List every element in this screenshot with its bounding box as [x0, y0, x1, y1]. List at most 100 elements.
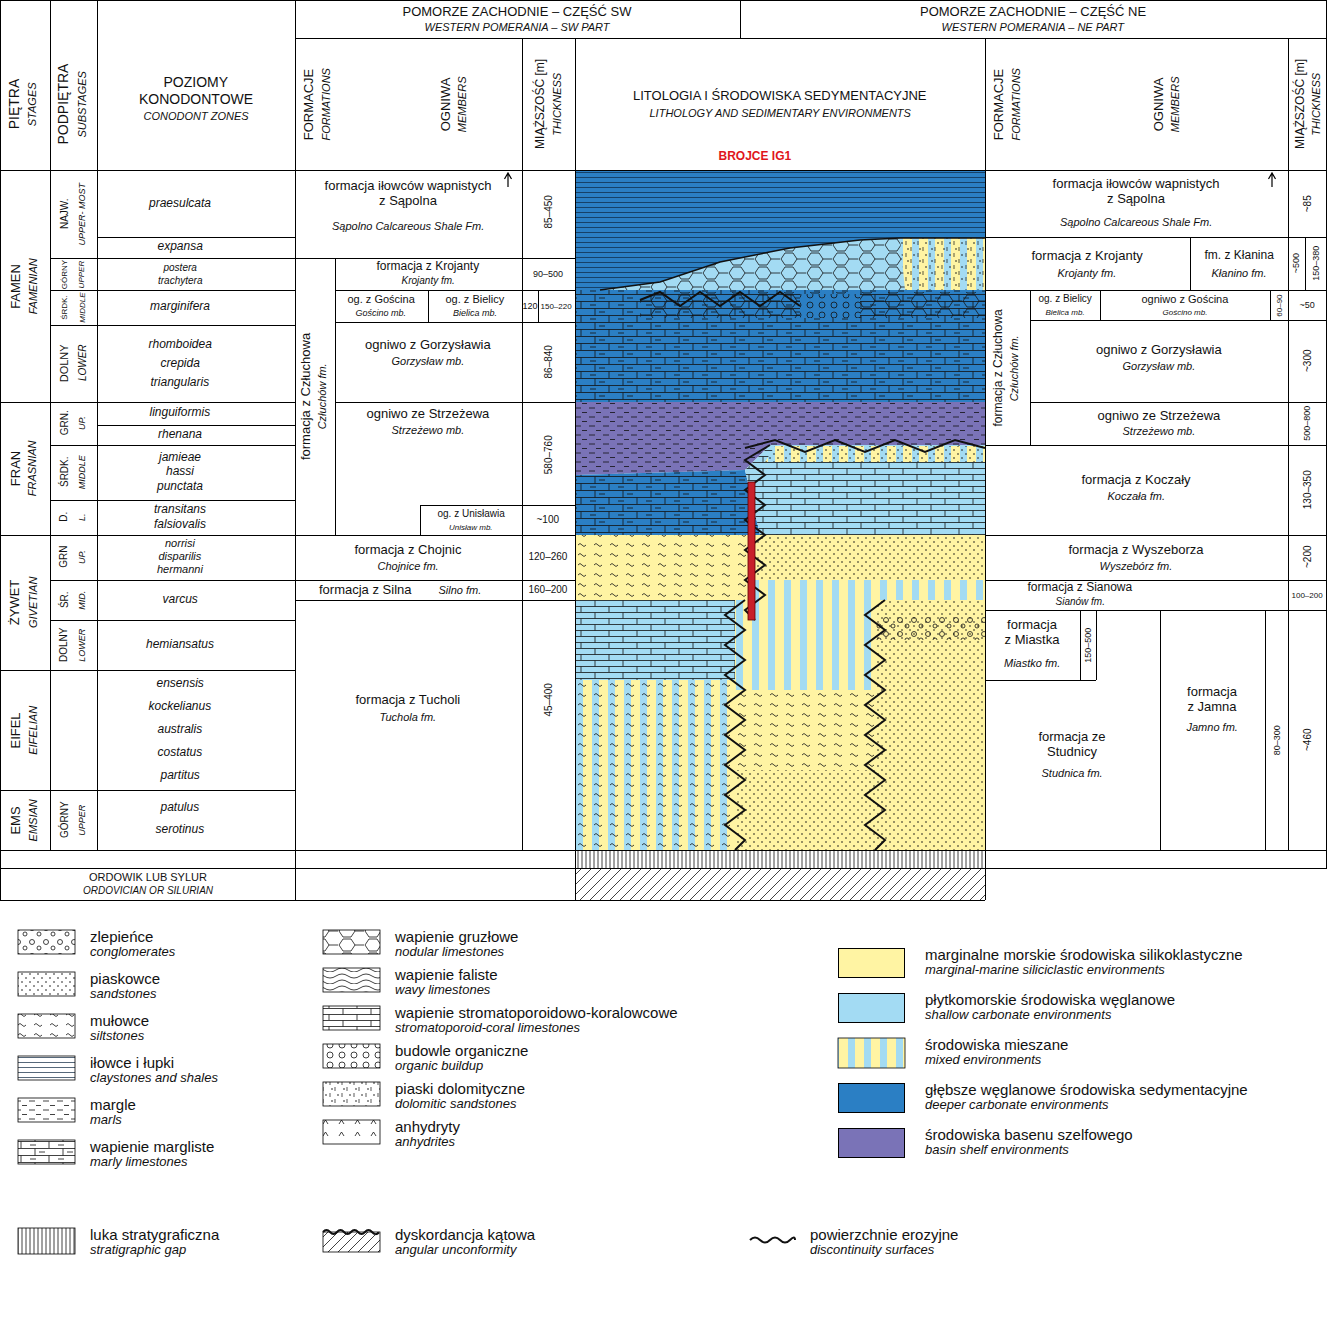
lithology-column: [755, 535, 985, 580]
table-label: formacja z Tucholi: [356, 693, 461, 708]
table-label: Koczała fm.: [1108, 490, 1165, 503]
lithology-column: [575, 580, 755, 600]
table-label: serotinus: [156, 823, 205, 837]
table-label: SUBSTAGES: [76, 71, 89, 137]
table-label: PIĘTRA: [6, 79, 22, 130]
table-label: linguiformis: [150, 406, 211, 420]
table-label: Gościno mb.: [1163, 308, 1208, 317]
table-label: formacja z Krojanty: [377, 260, 480, 274]
table-label: formacja iłowców wapnistych z Sąpolna: [1050, 177, 1222, 207]
table-label: falsiovalis: [154, 518, 206, 532]
facies-boundary: [600, 238, 985, 850]
table-label: UPPER- MOST: [77, 183, 87, 246]
lithology-column: [735, 690, 875, 770]
table-label: ORDOWIK LUB SYLUR: [89, 871, 207, 884]
lithology-column: [575, 580, 755, 600]
table-label: 130–350: [1301, 470, 1313, 509]
legend-text-en: marls: [90, 1113, 122, 1128]
legend-text-en: basin shelf environments: [925, 1143, 1069, 1158]
facies-boundary: [725, 600, 745, 850]
table-label: og. z Gościna: [348, 293, 415, 306]
legend-text: marginalne morskie środowiska silikoklas…: [925, 946, 1243, 963]
legend-text-en: mixed environments: [925, 1053, 1041, 1068]
legend-text-en: nodular limestones: [395, 945, 504, 960]
table-label: WESTERN POMERANIA – NE PART: [942, 21, 1125, 34]
legend-text-en: dolomitic sandstones: [395, 1097, 516, 1112]
legend-pattern-swatch: [18, 930, 75, 954]
table-label: Bielica mb.: [1046, 308, 1085, 317]
table-label: Gorzysław mb.: [392, 355, 465, 368]
table-label: BROJCE IG1: [719, 150, 792, 164]
legend-text: dyskordancja kątowa: [395, 1226, 535, 1243]
legend-text: luka stratygraficzna: [90, 1226, 219, 1243]
lithology-column: [735, 770, 875, 850]
legend-pattern-swatch: [323, 968, 380, 992]
legend-pattern-swatch: [18, 1014, 75, 1038]
table-label: punctata: [157, 480, 203, 494]
legend-text: środowiska mieszane: [925, 1036, 1068, 1053]
legend-swatch: [838, 1083, 905, 1113]
table-label: UPPER: [77, 260, 86, 288]
legend-pattern-swatch: [323, 1120, 380, 1144]
table-label: trachytera: [158, 275, 202, 287]
table-label: norrisi: [165, 537, 195, 550]
table-label: costatus: [158, 746, 203, 760]
lithology-column: [800, 294, 860, 318]
table-label: 150–500: [1083, 628, 1093, 663]
legend-text-en: deeper carbonate environments: [925, 1098, 1109, 1113]
table-label: OGNIWA: [1152, 77, 1167, 131]
table-label: triangularis: [151, 376, 210, 390]
table-label: Strzeżewo mb.: [392, 424, 465, 437]
lithology-column: [575, 470, 760, 535]
table-label: 120: [523, 301, 538, 311]
lithology-column: [875, 600, 985, 850]
legend-text-en: wavy limestones: [395, 983, 490, 998]
legend-text: zlepieńce: [90, 928, 153, 945]
lithology-column: [755, 580, 985, 600]
table-label: MIĄŻSZOŚĆ [m]: [534, 59, 548, 149]
lithology-column: [900, 238, 985, 290]
legend-pattern-swatch: [323, 1082, 380, 1106]
table-label: formacja z Człuchowa: [991, 309, 1005, 426]
lithology-column: [735, 770, 875, 850]
lithology-column: [575, 170, 985, 290]
table-label: og. z Bielicy: [1039, 293, 1092, 305]
table-label: MIDDLE: [78, 292, 87, 322]
table-label: Kłanino fm.: [1212, 267, 1267, 280]
facies-boundary: [600, 238, 985, 290]
table-label: THICKNESS: [551, 72, 564, 135]
legend-text: wapienie stromatoporoidowo-koralowcowe: [395, 1004, 678, 1021]
table-label: POMORZE ZACHODNIE – CZĘŚĆ NE: [920, 5, 1146, 20]
legend-pattern-swatch: [323, 1044, 380, 1068]
table-label: MEMBERS: [456, 76, 469, 132]
legend-text: środowiska basenu szelfowego: [925, 1126, 1133, 1143]
table-label: formacja z Krojanty: [1032, 249, 1143, 264]
table-label: FORMACJE: [992, 68, 1007, 140]
legend-pattern-swatch: [18, 1098, 75, 1122]
table-label: GÓRNY: [60, 259, 69, 288]
table-label: OGNIWA: [439, 77, 454, 131]
table-label: ogniwo ze Strzeżewa: [1098, 409, 1221, 424]
table-label: ORDOVICIAN OR SILURIAN: [83, 885, 213, 897]
table-label: DOLNY: [58, 628, 70, 662]
table-label: 160–200: [529, 584, 568, 596]
lithology-column: [575, 600, 735, 680]
table-label: FORMACJE: [302, 68, 317, 140]
legend-text-en: claystones and shales: [90, 1071, 218, 1086]
table-label: postera: [164, 262, 197, 274]
lithology-column: [575, 535, 755, 580]
lithology-column: [875, 615, 985, 640]
table-label: transitans: [154, 503, 206, 517]
table-label: ogniwo z Gorzysławia: [1096, 343, 1222, 358]
table-label: Krojanty fm.: [1058, 267, 1117, 280]
table-label: kockelianus: [149, 700, 212, 714]
table-label: formacja z Koczały: [1082, 473, 1191, 488]
lithology-column: [640, 292, 985, 318]
legend-text: wapienie faliste: [395, 966, 498, 983]
table-label: MIĄŻSZOŚĆ [m]: [1294, 59, 1308, 149]
legend-pattern-swatch: [838, 1038, 905, 1068]
lithology-column: [800, 294, 860, 318]
table-label: THICKNESS: [1310, 72, 1323, 135]
table-label: expansa: [158, 240, 203, 254]
legend-text-en: stratigraphic gap: [90, 1243, 186, 1258]
